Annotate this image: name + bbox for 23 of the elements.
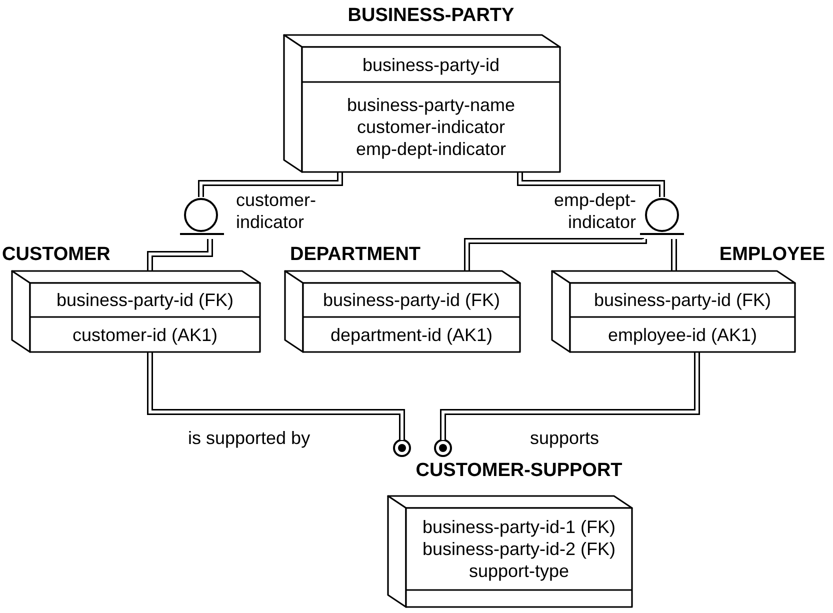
attribute-list: employee-id (AK1) — [608, 324, 758, 346]
entity-name: CUSTOMER — [2, 244, 110, 265]
key-attributes: business-party-id — [362, 54, 500, 76]
key-attributes: business-party-id (FK) — [322, 289, 500, 311]
key-attributes: business-party-id (FK) — [594, 289, 772, 311]
relationship-line — [517, 172, 665, 197]
relationship-line — [147, 352, 411, 457]
discriminator-label: emp-dept- indicator — [552, 189, 636, 233]
key-attributes: business-party-id (FK) — [56, 289, 234, 311]
key-attributes: business-party-id-1 (FK) business-party-id-2 (FK) support-type — [421, 516, 617, 582]
relationship-line — [464, 238, 647, 271]
attribute-list: customer-id (AK1) — [72, 324, 218, 346]
attribute-list: business-party-name customer-indicator emp-dept-indicator — [344, 94, 518, 160]
attribute-list: department-id (AK1) — [330, 324, 493, 346]
relationship-line — [434, 352, 700, 457]
relationship-line — [147, 239, 213, 271]
relationship-line — [198, 172, 343, 197]
relationship-line — [671, 239, 677, 271]
discriminator-label: customer- indicator — [236, 189, 318, 233]
entity-name: EMPLOYEE — [719, 244, 825, 265]
entity-name: BUSINESS-PARTY — [346, 5, 516, 26]
entity-name: DEPARTMENT — [290, 244, 421, 265]
entity-name: CUSTOMER-SUPPORT — [414, 460, 624, 481]
